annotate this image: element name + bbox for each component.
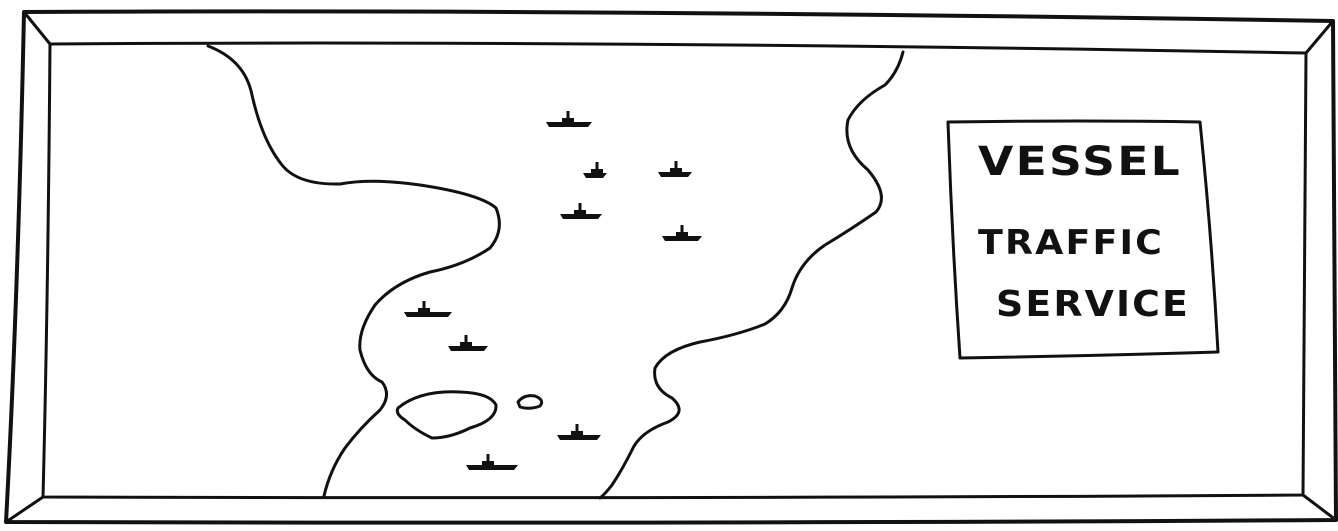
ship-hull (466, 465, 518, 470)
ship-icon (466, 454, 518, 470)
frame-bevel-tl (22, 10, 52, 46)
ship-icon (404, 301, 452, 317)
board-frame (4, 9, 1338, 525)
vessels (404, 111, 702, 470)
map (206, 44, 905, 500)
ship-icon (662, 225, 702, 241)
ship-icon (560, 203, 602, 219)
ship-hull (662, 236, 702, 241)
island-large (395, 390, 498, 440)
ship-icon (658, 161, 692, 177)
frame-outer (4, 9, 1338, 525)
sign-border (946, 119, 1220, 360)
coastline-west (206, 44, 501, 498)
ship-hull (658, 172, 692, 177)
coastline-east (598, 50, 905, 500)
frame-bevel-br (1301, 493, 1338, 522)
ship-icon (448, 335, 488, 351)
island-small (516, 394, 544, 410)
frame-bevel-bl (4, 495, 45, 524)
ship-hull (448, 346, 488, 351)
ship-icon (546, 111, 592, 127)
sign-line-2: TRAFFIC (978, 223, 1164, 263)
ship-hull (557, 435, 601, 440)
ship-hull (560, 214, 602, 219)
sign-line-3: SERVICE (996, 284, 1190, 325)
ship-hull (404, 312, 452, 317)
frame-bevel-tr (1304, 19, 1335, 55)
sign-line-1: VESSEL (978, 139, 1182, 185)
ship-icon (583, 162, 607, 178)
ship-icon (557, 424, 601, 440)
ship-hull (583, 173, 607, 178)
ship-hull (546, 122, 592, 127)
vts-sign: VESSEL TRAFFIC SERVICE (946, 119, 1220, 360)
frame-inner (41, 41, 1308, 500)
